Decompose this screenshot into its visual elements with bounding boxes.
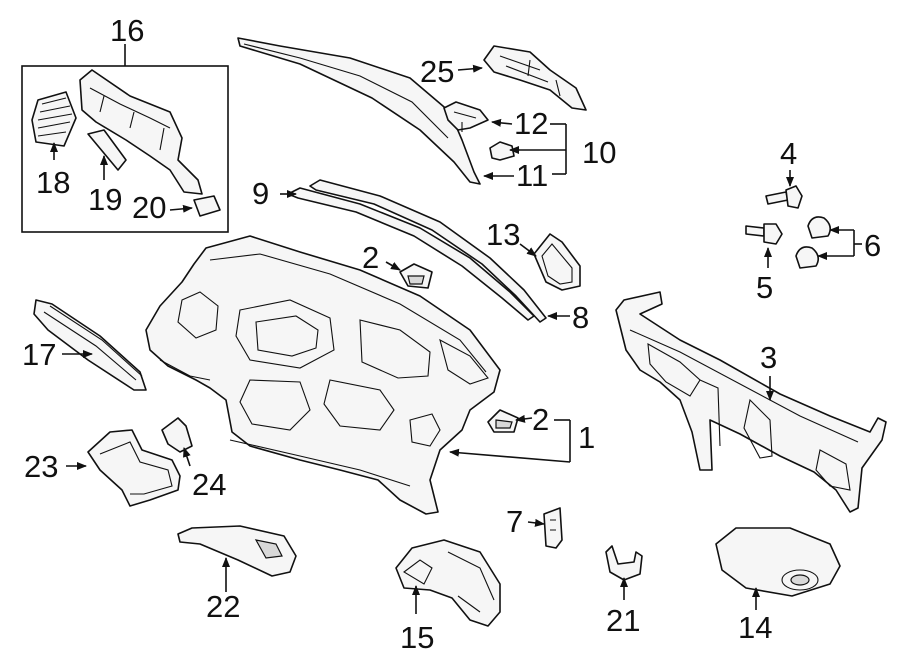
callout-17: 17 [22,337,56,372]
callout-13: 13 [486,217,520,252]
callout-20: 20 [132,190,166,225]
callout-2-lower: 2 [532,402,549,437]
part-6-caps [795,216,832,269]
part-17-duct [33,299,147,391]
callout-1: 1 [578,420,595,455]
part-12-bracket [443,101,489,132]
callout-9: 9 [252,176,269,211]
part-21-clip [605,545,643,581]
callout-10: 10 [582,135,616,170]
part-19-trim [87,129,127,171]
part-10-clip [489,141,515,161]
callout-12: 12 [514,106,548,141]
part-23-duct [87,429,181,507]
part-8-strip [309,179,547,323]
callout-24: 24 [192,467,226,502]
callout-7: 7 [506,504,523,539]
part-2-vent-lower [487,409,519,433]
part-16-bezel [79,69,203,195]
callout-16: 16 [110,13,144,48]
part-22-lower-cover [177,525,297,577]
callout-14: 14 [738,610,772,645]
part-4-bolt [765,185,803,209]
callout-23: 23 [24,449,58,484]
callout-25: 25 [420,54,454,89]
part-top-cover-panel [237,37,481,185]
callout-6: 6 [864,228,881,263]
part-5-bolt [745,223,783,245]
part-13-grille [533,233,581,291]
callout-4: 4 [780,136,797,171]
part-20-clip [193,195,221,217]
part-18-vent [31,91,77,147]
part-14-glove-box [715,527,841,597]
part-3-cross-car-beam [615,291,887,513]
part-24-bracket [161,417,193,453]
callout-22: 22 [206,589,240,624]
part-9-strip [287,187,535,321]
part-2-vent-upper [399,263,433,289]
callout-21: 21 [606,603,640,638]
part-1-instrument-panel [145,235,501,515]
callout-18: 18 [36,165,70,200]
part-25-bracket [483,45,587,111]
inset-box-16: 16 18 19 20 [21,13,229,233]
callout-15: 15 [400,620,434,655]
callout-11: 11 [516,158,548,193]
part-7-bracket [543,507,563,549]
callout-19: 19 [88,182,122,217]
callout-8: 8 [572,300,589,335]
callout-3: 3 [760,340,777,375]
callout-5: 5 [756,270,773,305]
callout-2-upper: 2 [362,240,379,275]
part-15-center-trim [395,539,501,627]
